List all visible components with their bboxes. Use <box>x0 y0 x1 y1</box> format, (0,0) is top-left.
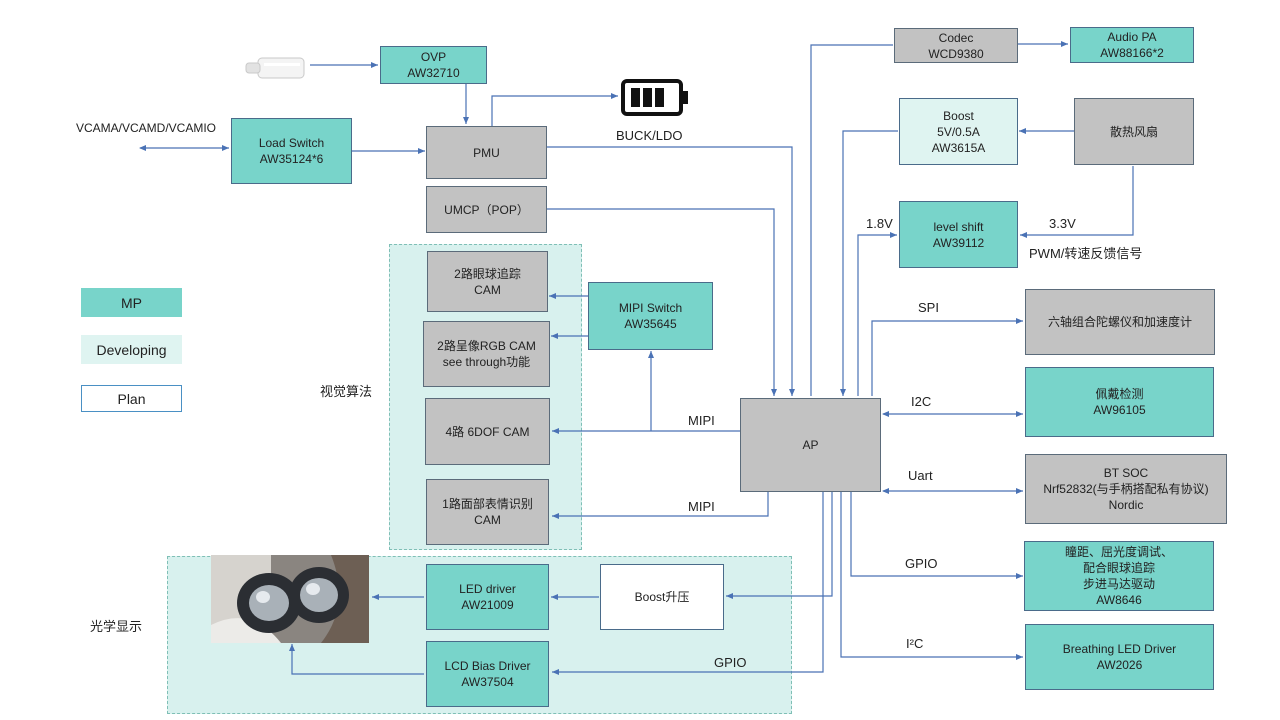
pmu-box: PMU <box>426 126 547 179</box>
rgb-cam-line1: 2路呈像RGB CAM <box>437 339 536 353</box>
level-shift-part: AW39112 <box>932 235 985 250</box>
ap-title: AP <box>802 438 819 452</box>
imu-box: 六轴组合陀螺仪和加速度计 <box>1025 289 1215 355</box>
load-switch-title: Load Switch <box>258 136 325 150</box>
mipi-top-label: MIPI <box>688 413 715 428</box>
6dof-cam-box: 4路 6DOF CAM <box>425 398 550 465</box>
umcp-title: UMCP（POP） <box>444 202 529 217</box>
load-switch-part: AW35124*6 <box>259 152 324 166</box>
buck-ldo-label: BUCK/LDO <box>616 128 683 143</box>
bt-soc-box: BT SOC Nrf52832(与手柄搭配私有协议) Nordic <box>1025 454 1227 524</box>
wear-detect-part: AW96105 <box>1093 403 1146 417</box>
codec-box: Codec WCD9380 <box>894 28 1018 63</box>
legend-plan-text: Plan <box>117 390 146 407</box>
uart-label: Uart <box>908 468 933 483</box>
eye-tracking-cam-box: 2路眼球追踪 CAM <box>427 251 548 312</box>
mipi-switch-box: MIPI Switch AW35645 <box>588 282 713 350</box>
mipi-switch-part: AW35645 <box>624 317 677 331</box>
face-expression-cam-box: 1路面部表情识别 CAM <box>426 479 549 545</box>
vr-headset-lens-photo <box>211 555 369 643</box>
eye-cam-line2: CAM <box>474 282 501 297</box>
codec-title: Codec <box>938 30 974 45</box>
wear-detect-box: 佩戴检测 AW96105 <box>1025 367 1214 437</box>
motor-line3: 步进马达驱动 <box>1082 577 1155 591</box>
vision-region-label: 视觉算法 <box>320 384 373 399</box>
ap-box: AP <box>740 398 881 492</box>
eye-cam-line1: 2路眼球追踪 <box>454 266 521 281</box>
boost-step-up-box: Boost升压 <box>600 564 724 630</box>
breathing-title: Breathing LED Driver <box>1062 642 1177 656</box>
spi-label: SPI <box>918 300 939 315</box>
ovp-title: OVP <box>420 50 447 64</box>
rgb-cam-line2: see through功能 <box>442 355 531 369</box>
pwm-label: PWM/转速反馈信号 <box>1029 246 1143 261</box>
imu-title: 六轴组合陀螺仪和加速度计 <box>1047 315 1192 329</box>
v33-label: 3.3V <box>1049 216 1076 231</box>
motor-line1: 瞳距、屈光度调试、 <box>1064 545 1173 559</box>
level-shift-box: level shift AW39112 <box>899 201 1018 268</box>
legend-developing-text: Developing <box>96 341 167 358</box>
wear-detect-title: 佩戴检测 <box>1095 387 1144 401</box>
ovp-part: AW32710 <box>407 66 460 80</box>
optics-region-label: 光学显示 <box>90 619 143 634</box>
bt-soc-title: BT SOC <box>1103 466 1149 480</box>
usb-c-plug-icon <box>245 57 305 79</box>
pmu-title: PMU <box>473 145 500 160</box>
stepper-motor-box: 瞳距、屈光度调试、 配合眼球追踪 步进马达驱动 AW8646 <box>1024 541 1214 611</box>
codec-part: WCD9380 <box>928 46 984 61</box>
load-switch-box: Load Switch AW35124*6 <box>231 118 352 184</box>
boost-fan-box: Boost 5V/0.5A AW3615A <box>899 98 1018 165</box>
cooling-fan-box: 散热风扇 <box>1074 98 1194 165</box>
boost-fan-part: AW3615A <box>931 140 986 155</box>
vcam-label: VCAMA/VCAMD/VCAMIO <box>76 121 217 135</box>
i2c-top-label: I2C <box>911 394 932 409</box>
level-shift-title: level shift <box>933 219 984 234</box>
legend-mp: MP <box>81 288 182 317</box>
audio-pa-box: Audio PA AW88166*2 <box>1070 27 1194 63</box>
breathing-part: AW2026 <box>1096 658 1143 672</box>
lcd-bias-box: LCD Bias Driver AW37504 <box>426 641 549 707</box>
bt-soc-vendor: Nordic <box>1108 498 1144 512</box>
mipi-bottom-label: MIPI <box>688 499 715 514</box>
fan-title: 散热风扇 <box>1109 124 1158 139</box>
lcd-bias-part: AW37504 <box>461 675 514 689</box>
boost-fan-spec: 5V/0.5A <box>937 124 980 139</box>
motor-part: AW8646 <box>1096 593 1142 607</box>
led-driver-box: LED driver AW21009 <box>426 564 549 630</box>
gpio-right-label: GPIO <box>905 556 938 571</box>
breathing-led-box: Breathing LED Driver AW2026 <box>1025 624 1214 690</box>
bt-soc-part: Nrf52832(与手柄搭配私有协议) <box>1043 482 1209 496</box>
v18-label: 1.8V <box>866 216 893 231</box>
face-cam-line1: 1路面部表情识别 <box>442 497 533 511</box>
led-driver-title: LED driver <box>459 582 516 596</box>
mipi-switch-title: MIPI Switch <box>618 301 683 315</box>
dof-cam-line1: 4路 6DOF CAM <box>445 424 530 439</box>
boost-fan-title: Boost <box>943 108 974 123</box>
legend-developing: Developing <box>81 335 182 364</box>
motor-line2: 配合眼球追踪 <box>1082 561 1155 575</box>
lcd-bias-title: LCD Bias Driver <box>444 659 531 673</box>
legend-plan: Plan <box>81 385 182 412</box>
gpio-left-label: GPIO <box>714 655 747 670</box>
led-driver-part: AW21009 <box>461 598 514 612</box>
face-cam-line2: CAM <box>474 513 501 527</box>
battery-icon <box>621 79 688 116</box>
audio-pa-part: AW88166*2 <box>1100 46 1164 60</box>
ovp-box: OVP AW32710 <box>380 46 487 84</box>
rgb-cam-box: 2路呈像RGB CAM see through功能 <box>423 321 550 387</box>
boost-up-title: Boost升压 <box>634 590 690 604</box>
i2c-bottom-label: I²C <box>906 636 924 651</box>
legend-mp-text: MP <box>121 294 142 311</box>
audio-pa-title: Audio PA <box>1107 30 1157 44</box>
umcp-box: UMCP（POP） <box>426 186 547 233</box>
